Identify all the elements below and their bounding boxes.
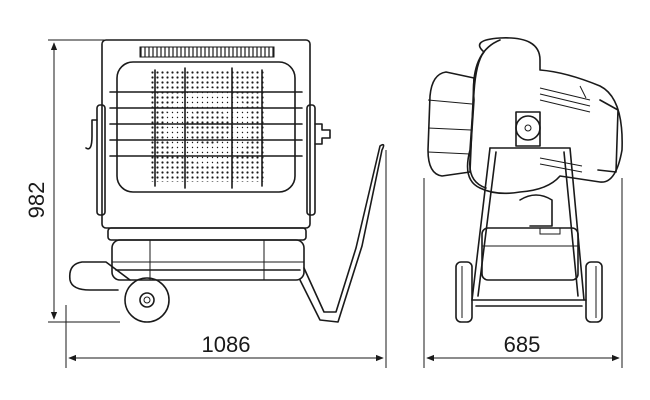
frame-left-leg: [471, 147, 491, 301]
front-width-dimension: 1086: [65, 150, 387, 368]
front-width-label: 1086: [202, 332, 251, 357]
control-box: [539, 227, 561, 235]
front-wheel-axle: [143, 296, 151, 304]
tilt-dial-center: [524, 124, 532, 132]
burner-core-dots: [186, 108, 230, 144]
push-handle: [299, 143, 385, 323]
height-dimension: 982: [24, 39, 120, 323]
side-depth-label: 685: [504, 332, 541, 357]
side-depth-dimension: 685: [423, 178, 623, 368]
frame-right-leg-inner: [563, 151, 579, 297]
pivot-bracket: [515, 111, 541, 147]
front-skid-left: [68, 261, 131, 291]
fuel-tank: [111, 239, 305, 281]
frame-left-leg-inner: [477, 151, 497, 297]
reflector-frame: [116, 61, 296, 193]
base-top-band: [107, 227, 307, 241]
top-vent-grille: [140, 47, 274, 57]
left-tilt-knob: [85, 119, 98, 150]
side-wheel-right: [585, 261, 603, 323]
protective-grid: [109, 67, 303, 189]
front-wheel-hub: [139, 292, 155, 308]
frame-right-leg: [489, 147, 585, 301]
side-wheel-left: [455, 261, 473, 323]
front-wheel: [124, 277, 170, 323]
right-pivot-rail: [306, 104, 316, 216]
rear-cap: [597, 99, 619, 173]
side-fuel-tank: [481, 227, 579, 281]
side-view: [427, 37, 623, 323]
left-pivot-rail: [96, 104, 106, 216]
rear-vents: [539, 85, 591, 173]
fuel-line: [519, 194, 553, 227]
height-label: 982: [24, 182, 49, 219]
cage-bar-1: [427, 99, 473, 105]
barrel-front-rim: [469, 39, 501, 189]
tilt-dial: [515, 115, 541, 141]
cage-bar-2: [427, 127, 472, 131]
front-view: [68, 39, 385, 323]
cage-bar-3: [427, 151, 471, 155]
side-grille-cage: [427, 71, 475, 177]
right-tilt-knob: [314, 123, 331, 145]
top-vent-frame: [139, 46, 275, 58]
